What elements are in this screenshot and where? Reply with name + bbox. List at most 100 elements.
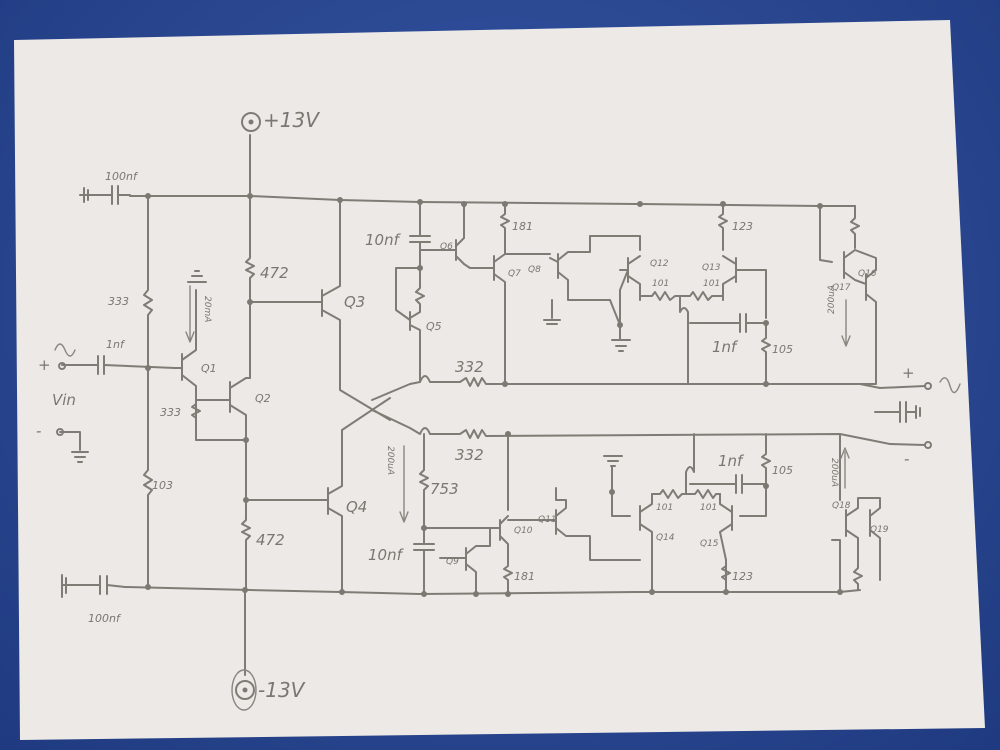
transistor-q15 bbox=[719, 485, 767, 593]
transistor-q14 bbox=[611, 491, 653, 593]
transistor-q2 bbox=[195, 377, 251, 441]
resistor-q5-collector bbox=[419, 433, 429, 529]
output-plus-label: + bbox=[902, 364, 915, 382]
transistor-q10 bbox=[499, 433, 509, 561]
r-lower-feed-label: 332 bbox=[455, 446, 484, 464]
resistor-q7-emitter bbox=[500, 203, 510, 245]
bottom-bypass-cap-label: 100nf bbox=[88, 612, 122, 625]
right-upper-current-label: 200uA bbox=[827, 285, 837, 314]
resistor-upper-105 bbox=[761, 322, 771, 385]
input-plus-label: + bbox=[38, 356, 51, 374]
q7-label: Q7 bbox=[508, 269, 521, 279]
lower-compensation-capacitor bbox=[413, 527, 435, 595]
right-upper-current-arrow bbox=[841, 299, 851, 347]
r-upper-105-label: 105 bbox=[772, 343, 793, 356]
q8-ground bbox=[543, 299, 561, 325]
bias-bottom-resistor-label: 103 bbox=[152, 479, 173, 492]
bottom-bypass-capacitor bbox=[61, 574, 126, 598]
top-bypass-cap-label: 100nf bbox=[105, 170, 139, 183]
q10-label: Q10 bbox=[514, 526, 533, 536]
output-minus-label: - bbox=[904, 450, 909, 468]
upper-diff-cap-label: 1nf bbox=[712, 338, 739, 356]
q2-label: Q2 bbox=[255, 392, 271, 405]
lower-ground-probe bbox=[603, 455, 623, 493]
q9-label: Q9 bbox=[446, 557, 459, 567]
q11-label: Q11 bbox=[538, 515, 557, 525]
r-lower-degen-a-label: 101 bbox=[656, 503, 673, 513]
transistor-q3 bbox=[321, 199, 391, 421]
vin-label: Vin bbox=[52, 391, 76, 409]
transistor-q18-q19 bbox=[831, 433, 881, 593]
transistor-q16-q17 bbox=[819, 205, 877, 385]
r-lower-105-label: 105 bbox=[772, 464, 793, 477]
q1-current-label: 20mA bbox=[202, 296, 212, 322]
resistor-q10-emitter bbox=[503, 559, 513, 595]
r-lower-degen-b-label: 101 bbox=[700, 503, 717, 513]
q8-label: Q8 bbox=[528, 265, 541, 275]
r-q5-collector-label: 753 bbox=[430, 480, 459, 498]
top-bypass-capacitor bbox=[79, 185, 131, 205]
r-upper-degen-a-label: 101 bbox=[652, 279, 669, 289]
transistor-q7 bbox=[469, 243, 506, 385]
lower-degeneration-resistors bbox=[651, 433, 721, 499]
q18-label: Q18 bbox=[832, 501, 851, 511]
lower-diff-capacitor bbox=[689, 474, 767, 494]
right-lower-current-label: 200uA bbox=[829, 458, 839, 487]
transistor-q8 bbox=[504, 235, 641, 301]
transistor-q5 bbox=[395, 267, 425, 383]
positive-supply-label: +13V bbox=[263, 108, 320, 132]
transistor-q9 bbox=[423, 527, 501, 595]
lower-diff-cap-label: 1nf bbox=[718, 452, 745, 470]
q3-label: Q3 bbox=[344, 293, 365, 311]
transistor-q13 bbox=[722, 243, 767, 319]
q1-label: Q1 bbox=[201, 362, 217, 375]
q2-emitter-resistor-label: 333 bbox=[160, 406, 181, 419]
output-terminals bbox=[874, 377, 961, 449]
paper-sheet bbox=[14, 20, 985, 740]
bias-resistor-chain bbox=[143, 195, 153, 588]
resistor-lower-tail bbox=[721, 559, 731, 593]
upper-comp-cap-label: 10nf bbox=[365, 231, 402, 249]
q13-label: Q13 bbox=[702, 263, 721, 273]
r-upper-degen-b-label: 101 bbox=[703, 279, 720, 289]
r-q3-label: 472 bbox=[260, 264, 289, 282]
input-cap-label: 1nf bbox=[106, 338, 126, 351]
q4-label: Q4 bbox=[346, 498, 367, 516]
bias-top-resistor-label: 333 bbox=[108, 295, 129, 308]
input-source bbox=[54, 343, 176, 463]
resistor-lower-105 bbox=[761, 433, 771, 487]
upper-stage-current-label: 200uA bbox=[385, 446, 395, 475]
q16-label: Q16 bbox=[858, 269, 877, 279]
r-upper-tail-label: 123 bbox=[732, 220, 753, 233]
r-lower-tail-label: 123 bbox=[732, 570, 753, 583]
q5-label: Q5 bbox=[426, 320, 442, 333]
transistor-q4 bbox=[327, 397, 391, 593]
upper-degeneration-resistors bbox=[639, 291, 724, 385]
q19-label: Q19 bbox=[870, 525, 889, 535]
r-q4-label: 472 bbox=[256, 531, 285, 549]
q2-emitter-resistor bbox=[191, 399, 201, 441]
lower-comp-cap-label: 10nf bbox=[368, 546, 405, 564]
q1-current-arrow bbox=[185, 285, 195, 343]
transistor-q1 bbox=[174, 270, 207, 401]
upper-compensation-capacitor bbox=[409, 201, 431, 269]
upper-stage-current-arrow bbox=[399, 445, 409, 523]
r-q10-emitter-label: 181 bbox=[514, 570, 535, 583]
transistor-q6 bbox=[419, 203, 471, 269]
q6-label: Q6 bbox=[440, 242, 453, 252]
q12-label: Q12 bbox=[650, 259, 669, 269]
q15-label: Q15 bbox=[700, 539, 719, 549]
transistor-q11 bbox=[507, 487, 641, 561]
transistor-q12 bbox=[619, 235, 641, 326]
right-lower-current-arrow bbox=[840, 447, 850, 489]
resistor-upper-tail bbox=[718, 203, 728, 245]
upper-diff-capacitor bbox=[609, 299, 767, 352]
resistor-q3-bias bbox=[245, 195, 323, 379]
input-minus-label: - bbox=[36, 422, 41, 440]
junction-dots bbox=[145, 193, 843, 597]
q14-label: Q14 bbox=[656, 533, 675, 543]
r-upper-feed-label: 332 bbox=[455, 358, 484, 376]
q17-label: Q17 bbox=[832, 283, 851, 293]
negative-supply-label: -13V bbox=[258, 678, 306, 702]
